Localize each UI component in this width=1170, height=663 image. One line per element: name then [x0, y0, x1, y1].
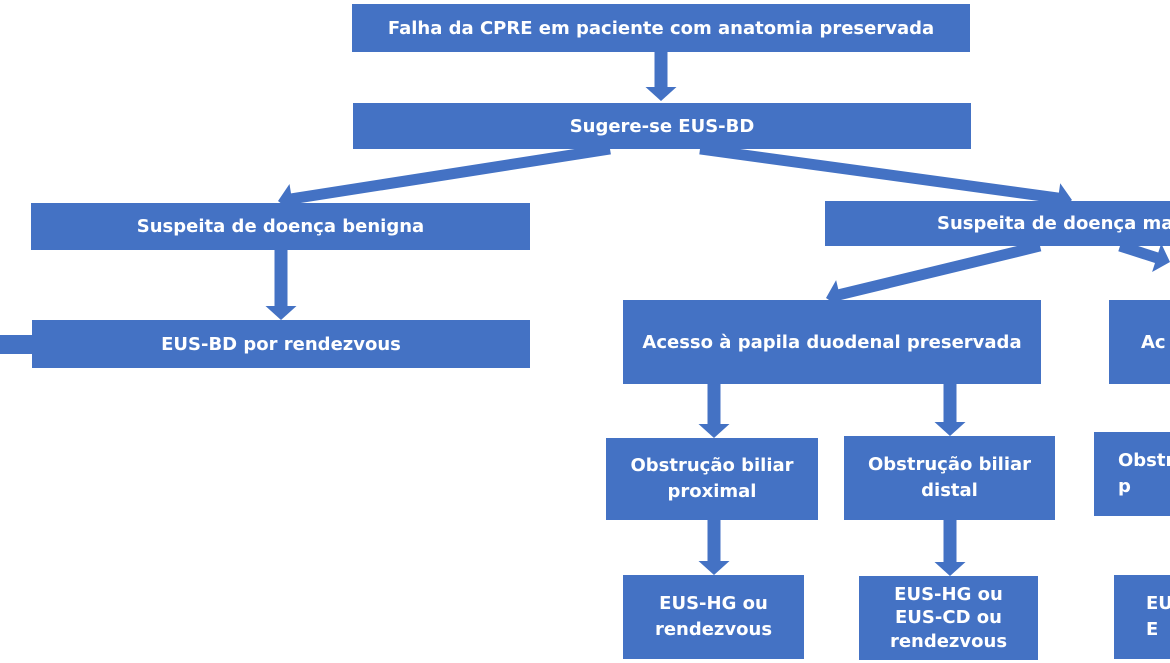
- arrow-benign-to-rendezvous: [265, 250, 297, 320]
- arrow-malignant-to-papilla: [826, 240, 1042, 310]
- node-rendezvous: EUS-BD por rendezvous: [32, 320, 530, 368]
- node-malignant-label: Suspeita de doença ma: [937, 213, 1170, 234]
- arrow-root-to-suggest: [645, 52, 677, 101]
- node-rendezvous-label: EUS-BD por rendezvous: [161, 333, 401, 355]
- arrow-papilla-to-proximal: [698, 384, 730, 438]
- node-benign-suspicion: Suspeita de doença benigna: [31, 203, 530, 250]
- arrow-suggest-to-malignant: [699, 143, 1072, 213]
- node-suggest-eus-bd: Sugere-se EUS-BD: [353, 103, 971, 149]
- node-papilla-preserved: Acesso à papila duodenal preservada: [623, 300, 1041, 384]
- node-right-access: Ac: [1109, 300, 1170, 384]
- node-papilla-label: Acesso à papila duodenal preservada: [642, 331, 1022, 353]
- connector-left-offscreen: [0, 335, 32, 354]
- node-benign-label: Suspeita de doença benigna: [136, 216, 425, 237]
- node-root: Falha da CPRE em paciente com anatomia p…: [352, 4, 970, 52]
- node-distal-label: Obstrução biliar distal: [867, 453, 1032, 501]
- arrow-papilla-to-distal: [934, 384, 966, 436]
- node-hg-cd-label: EUS-HG ou EUS-CD ou rendezvous: [889, 583, 1008, 652]
- node-hg-or-rendezvous: EUS-HG ou rendezvous: [623, 575, 804, 659]
- node-right-obst-label: Obstr p: [1118, 449, 1170, 497]
- arrow-malignant-to-right: [1118, 240, 1170, 272]
- node-distal-obstruction: Obstrução biliar distal: [844, 436, 1055, 520]
- node-right-bottom-label: EU E: [1146, 592, 1170, 640]
- node-right-bottom: EU E: [1114, 575, 1170, 659]
- node-right-access-label: Ac: [1141, 331, 1166, 353]
- arrow-distal-to-hgcd: [934, 520, 966, 576]
- node-hg-cd-or-rendezvous: EUS-HG ou EUS-CD ou rendezvous: [859, 576, 1038, 660]
- node-hg-rendezvous-label: EUS-HG ou rendezvous: [654, 592, 773, 640]
- node-proximal-label: Obstrução biliar proximal: [630, 454, 794, 502]
- node-suggest-label: Sugere-se EUS-BD: [569, 115, 755, 137]
- node-proximal-obstruction: Obstrução biliar proximal: [606, 438, 818, 520]
- arrow-suggest-to-benign: [278, 143, 611, 214]
- arrow-proximal-to-hg: [698, 520, 730, 575]
- node-right-obstruction: Obstr p: [1094, 432, 1170, 516]
- node-malignant-suspicion: Suspeita de doença ma: [825, 201, 1170, 246]
- node-root-label: Falha da CPRE em paciente com anatomia p…: [387, 17, 935, 39]
